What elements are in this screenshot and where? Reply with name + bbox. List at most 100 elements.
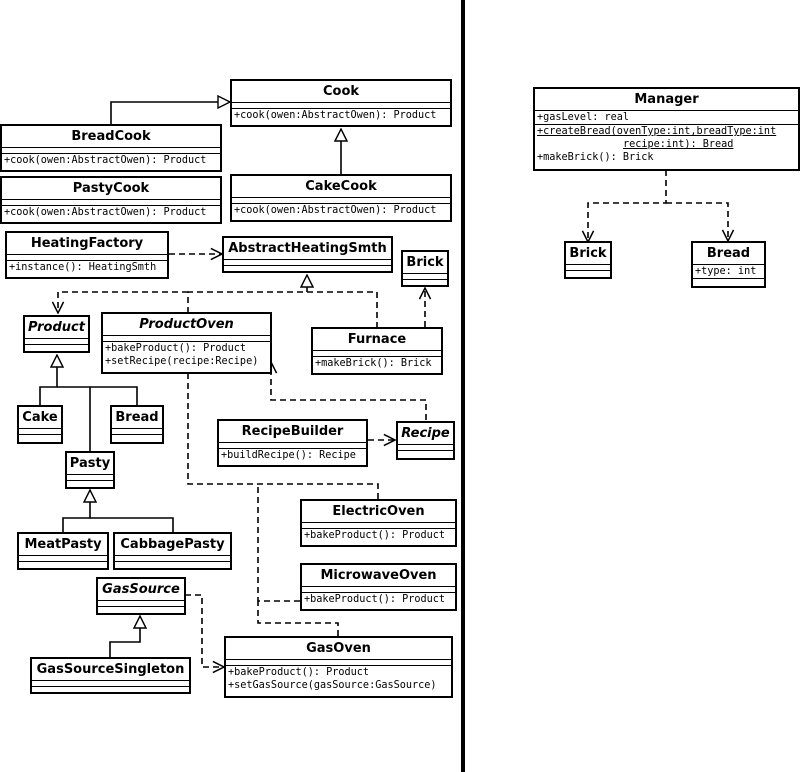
class-furnace[interactable]: Furnace +makeBrick(): Brick xyxy=(311,327,443,375)
class-recipe[interactable]: Recipe xyxy=(396,421,455,460)
attributes-section xyxy=(2,199,220,205)
class-brick-left[interactable]: Brick xyxy=(401,250,449,287)
class-name: GasSourceSingleton xyxy=(36,662,185,677)
class-cook[interactable]: Cook +cook(owen:AbstractOwen): Product xyxy=(230,79,452,127)
edge-abstractheating-product xyxy=(58,291,188,313)
class-name: RecipeBuilder xyxy=(241,424,344,439)
attributes-section xyxy=(403,273,447,279)
operations-section xyxy=(19,561,107,567)
edge-gassource-gasoven xyxy=(185,594,224,667)
attributes-section xyxy=(226,659,451,665)
operations-section: +instance(): HeatingSmth xyxy=(7,260,167,274)
operations-section xyxy=(403,279,447,285)
operation: +buildRecipe(): Recipe xyxy=(221,450,356,461)
class-name: MeatPasty xyxy=(24,537,102,552)
class-pasty[interactable]: Pasty xyxy=(65,451,115,489)
class-meatpasty[interactable]: MeatPasty xyxy=(17,532,109,570)
class-name: ElectricOven xyxy=(332,504,425,519)
operation: +cook(owen:AbstractOwen): Product xyxy=(234,110,437,121)
operations-section xyxy=(112,434,162,440)
class-product[interactable]: Product xyxy=(23,315,90,353)
edge-manager-bread xyxy=(666,202,728,241)
attributes-section xyxy=(219,442,366,448)
edge-manager-brick xyxy=(588,170,667,242)
attributes-section xyxy=(115,555,230,561)
operation: +cook(owen:AbstractOwen): Product xyxy=(4,207,207,218)
class-name: Cake xyxy=(22,410,58,425)
attributes-section xyxy=(232,102,450,108)
class-bread-right[interactable]: Bread +type: int xyxy=(691,241,766,288)
class-pastycook[interactable]: PastyCook +cook(owen:AbstractOwen): Prod… xyxy=(0,176,222,224)
operation: +setGasSource(gasSource:GasSource) xyxy=(228,680,437,691)
class-name: Brick xyxy=(406,255,444,270)
attributes-section xyxy=(32,680,189,686)
attributes-section xyxy=(103,335,270,341)
attributes-section xyxy=(2,147,220,153)
class-name: AbstractHeatingSmth xyxy=(228,241,387,256)
operations-section xyxy=(115,561,230,567)
class-abstractheatingsmth[interactable]: AbstractHeatingSmth xyxy=(222,236,393,273)
class-name: PastyCook xyxy=(72,181,150,196)
operation: +createBread(ovenType:int,breadType:int xyxy=(537,126,777,137)
operations-section: +bakeProduct(): Product +setGasSource(ga… xyxy=(226,665,451,692)
edge-cabbagepasty-pasty xyxy=(90,517,174,532)
class-name: Pasty xyxy=(69,456,111,471)
class-cake[interactable]: Cake xyxy=(17,405,63,444)
class-productoven[interactable]: ProductOven +bakeProduct(): Product +set… xyxy=(101,312,272,374)
attributes-section xyxy=(566,264,610,270)
attribute: +type: int xyxy=(695,266,757,277)
operation: +bakeProduct(): Product xyxy=(304,530,446,541)
class-name: CakeCook xyxy=(305,179,377,194)
class-name: GasOven xyxy=(306,641,371,656)
operations-section xyxy=(224,265,391,271)
attributes-section xyxy=(313,350,441,356)
class-name: CabbagePasty xyxy=(120,537,225,552)
operations-section: +bakeProduct(): Product xyxy=(302,528,455,542)
attributes-section xyxy=(112,428,162,434)
class-name: GasSource xyxy=(102,582,180,597)
operations-section: +cook(owen:AbstractOwen): Product xyxy=(2,205,220,219)
class-microwaveoven[interactable]: MicrowaveOven +bakeProduct(): Product xyxy=(300,563,457,611)
class-name: MicrowaveOven xyxy=(320,568,437,583)
edge-breadcook-cook xyxy=(110,102,230,124)
class-gassource[interactable]: GasSource xyxy=(96,577,186,615)
edge-recipe-productoven xyxy=(271,362,427,420)
edge-gasoven-productoven xyxy=(257,601,339,636)
class-manager[interactable]: Manager +gasLevel: real +createBread(ove… xyxy=(533,87,800,171)
operations-section xyxy=(32,686,189,692)
class-name: Bread xyxy=(706,246,751,261)
class-gasoven[interactable]: GasOven +bakeProduct(): Product +setGasS… xyxy=(224,636,453,698)
operation: +makeBrick(): Brick xyxy=(315,358,432,369)
operations-section xyxy=(693,278,764,284)
edge-electricoven-productoven xyxy=(188,358,379,499)
class-name: Product xyxy=(28,320,85,335)
operation: +bakeProduct(): Product xyxy=(228,667,370,678)
attributes-section xyxy=(398,444,453,450)
class-bread-left[interactable]: Bread xyxy=(110,405,164,444)
operations-section: +makeBrick(): Brick xyxy=(313,356,441,370)
class-name: ProductOven xyxy=(139,317,234,332)
class-name: Cook xyxy=(322,84,360,99)
class-electricoven[interactable]: ElectricOven +bakeProduct(): Product xyxy=(300,499,457,547)
operation: +setRecipe(recipe:Recipe) xyxy=(105,356,259,367)
class-gassourcesingleton[interactable]: GasSourceSingleton xyxy=(30,657,191,694)
class-heatingfactory[interactable]: HeatingFactory +instance(): HeatingSmth xyxy=(5,231,169,279)
class-cakecook[interactable]: CakeCook +cook(owen:AbstractOwen): Produ… xyxy=(230,174,452,222)
operations-section xyxy=(98,606,184,612)
edge-ovenfurnace-abstractheating xyxy=(187,291,378,327)
class-brick-right[interactable]: Brick xyxy=(564,241,612,279)
class-breadcook[interactable]: BreadCook +cook(owen:AbstractOwen): Prod… xyxy=(0,124,222,172)
class-recipebuilder[interactable]: RecipeBuilder +buildRecipe(): Recipe xyxy=(217,419,368,467)
class-name: Brick xyxy=(569,246,607,261)
attributes-section xyxy=(25,338,88,344)
operations-section xyxy=(67,480,113,486)
class-name: Furnace xyxy=(347,332,407,347)
operations-section: +cook(owen:AbstractOwen): Product xyxy=(232,108,450,122)
class-name: Recipe xyxy=(401,426,450,441)
operation-continued: recipe:int): Bread xyxy=(623,139,734,150)
attributes-section xyxy=(7,254,167,260)
operations-section xyxy=(19,434,61,440)
class-cabbagepasty[interactable]: CabbagePasty xyxy=(113,532,232,570)
attributes-section: +gasLevel: real xyxy=(535,110,798,124)
operations-section xyxy=(398,450,453,456)
